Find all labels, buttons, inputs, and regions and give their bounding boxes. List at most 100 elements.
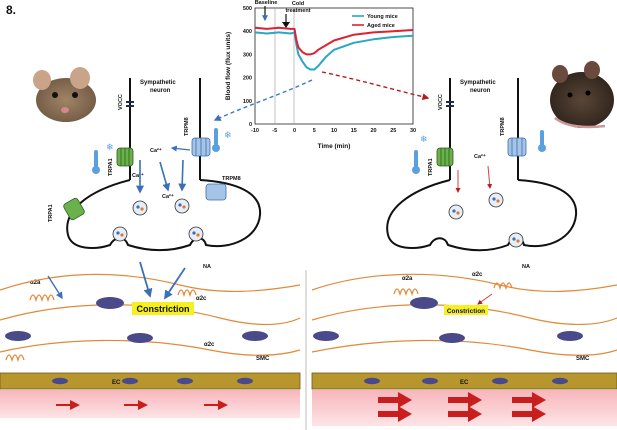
left-a2a-arrow <box>47 275 63 300</box>
x-tick-label: 5 <box>313 128 316 134</box>
y-tick-label: 500 <box>243 6 252 12</box>
y-tick-label: 100 <box>243 99 252 105</box>
young-mouse-image <box>33 67 96 122</box>
left-thermometer-icon-b <box>212 128 220 152</box>
right-smooth-muscle <box>311 273 617 356</box>
right-vesicle <box>448 204 464 220</box>
left-trpa1-label: TRPA1 <box>108 158 114 176</box>
x-tick-label: 20 <box>370 128 376 134</box>
right-endothelium <box>311 372 617 390</box>
legend-young: Young mice <box>367 14 398 20</box>
cold-annotation-1: Cold <box>292 1 304 7</box>
left-trpa1-channel-b <box>63 197 85 221</box>
left-constriction-arrow <box>139 261 153 298</box>
right-neuron-terminal <box>386 179 578 252</box>
left-neuron-label-2: neuron <box>150 88 171 94</box>
x-ticks: -10 -5 0 5 10 15 20 25 30 <box>251 128 416 134</box>
right-constriction-highlight <box>444 305 488 315</box>
right-ec-label: EC <box>460 380 469 386</box>
right-flow-arrows <box>378 392 546 422</box>
right-smc-label: SMC <box>576 356 590 362</box>
right-trpa1-channel <box>436 147 454 167</box>
left-ca-arrow-3 <box>178 159 187 192</box>
left-ca-arrow-4 <box>170 145 191 152</box>
left-constriction-arrow-b <box>164 267 186 300</box>
right-thermometer-icon <box>412 150 420 174</box>
young-dashed-arrow <box>213 79 313 121</box>
left-endothelium <box>0 372 301 390</box>
x-tick-label: 25 <box>390 128 396 134</box>
left-ca-label: Ca²⁺ <box>150 147 162 154</box>
right-trpm8-channel <box>507 137 527 157</box>
left-vesicle <box>132 200 148 216</box>
chart-series <box>254 26 414 71</box>
left-trpa1-label-b: TRPA1 <box>48 204 54 222</box>
right-vesicle-c <box>508 232 524 248</box>
left-constriction-highlight <box>132 302 194 315</box>
left-trpm8-label: TRPM8 <box>184 117 190 136</box>
left-neuron-terminal <box>66 179 262 252</box>
left-smc-label: SMC <box>256 356 270 362</box>
panel-label: 8. <box>6 3 16 17</box>
right-a2c-receptor <box>493 282 513 291</box>
baseline-annotation: Baseline <box>255 0 278 6</box>
left-snowflake-icon: ❄ <box>106 142 114 152</box>
left-smooth-muscle <box>0 273 301 356</box>
left-a2c-label: α2c <box>196 296 207 302</box>
left-trpm8-channel <box>191 137 211 157</box>
right-lumen <box>312 390 617 426</box>
left-lumen <box>0 390 300 418</box>
right-ca-label: Ca²⁺ <box>474 153 486 160</box>
left-trpm8-channel-b <box>205 183 227 201</box>
left-ec-label: EC <box>112 380 121 386</box>
left-a2c-label-b: α2c <box>204 342 215 348</box>
x-axis-label: Time (min) <box>318 143 351 150</box>
chart-legend: Young mice Aged mice <box>352 14 398 29</box>
right-ca-arrow-2 <box>487 165 493 189</box>
x-tick-label: 30 <box>410 128 416 134</box>
left-flow-arrows <box>56 400 228 410</box>
x-tick-label: 15 <box>351 128 357 134</box>
left-na-label: NA <box>203 264 211 270</box>
right-snowflake-icon: ❄ <box>420 134 428 144</box>
x-tick-label: 10 <box>331 128 337 134</box>
x-tick-label: 0 <box>293 128 296 134</box>
right-vesicle-b <box>488 192 504 208</box>
series-line-young <box>254 31 414 71</box>
left-vocc-label: VOCC <box>118 94 124 110</box>
left-vesicle-c <box>112 226 128 242</box>
cold-arrow-head <box>282 22 290 28</box>
left-ca-label-c: Ca²⁺ <box>162 193 174 200</box>
aged-dashed-arrow <box>321 71 430 101</box>
x-tick-label: -5 <box>272 128 277 134</box>
right-constriction-arrow <box>477 293 493 305</box>
left-a2c-receptor-b <box>5 354 25 363</box>
left-thermometer-icon <box>92 150 100 174</box>
right-constriction-label: Constriction <box>447 308 485 315</box>
right-neuron-label-2: neuron <box>470 88 491 94</box>
left-neuron-label-1: Sympathetic <box>140 80 176 86</box>
right-neuron-label-1: Sympathetic <box>460 80 496 86</box>
x-tick-label: -10 <box>251 128 259 134</box>
legend-aged: Aged mice <box>367 23 395 29</box>
y-tick-label: 0 <box>249 122 252 128</box>
right-vocc-label: VOCC <box>438 94 444 110</box>
left-vesicle-b <box>174 198 190 214</box>
left-a2a-label: α2a <box>30 280 41 286</box>
y-axis-label: Blood flow (flux units) <box>225 32 232 100</box>
right-na-label: NA <box>522 264 530 270</box>
left-snowflake-icon-b: ❄ <box>224 130 232 140</box>
left-vesicle-d <box>188 226 204 242</box>
left-constriction-label: Constriction <box>137 304 190 314</box>
aged-mouse-image <box>550 61 614 129</box>
y-tick-label: 400 <box>243 29 252 35</box>
right-a2a-receptor <box>393 288 419 297</box>
right-thermometer-icon-b <box>538 130 546 152</box>
left-a2a-receptor <box>29 294 55 303</box>
left-trpa1-channel <box>116 147 134 167</box>
series-line-aged <box>254 26 414 56</box>
cold-annotation-2: treatment <box>285 8 310 14</box>
